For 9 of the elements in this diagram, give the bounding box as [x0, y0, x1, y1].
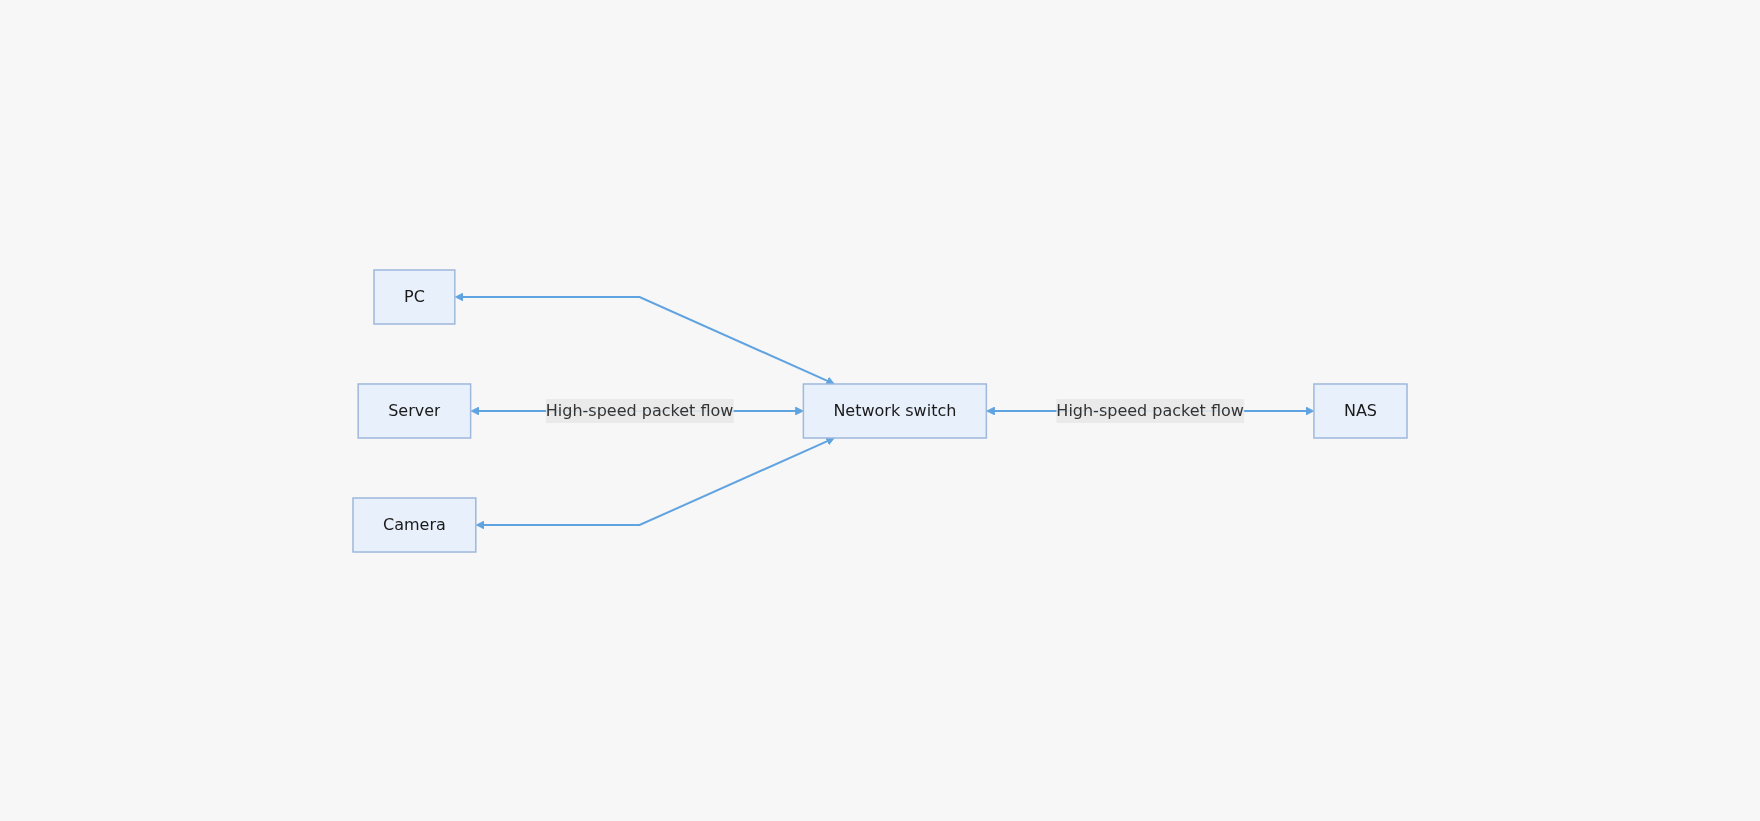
node-box: NAS	[1313, 382, 1408, 439]
edge-label: High-speed packet flow	[1056, 400, 1244, 420]
node-box: Network switch	[802, 382, 988, 439]
node-box: Server	[357, 382, 472, 439]
node-box: Camera	[352, 496, 477, 553]
edge-label: High-speed packet flow	[545, 400, 734, 420]
node-box: PC	[373, 268, 456, 325]
arrow	[454, 292, 835, 385]
arrow	[475, 436, 835, 529]
